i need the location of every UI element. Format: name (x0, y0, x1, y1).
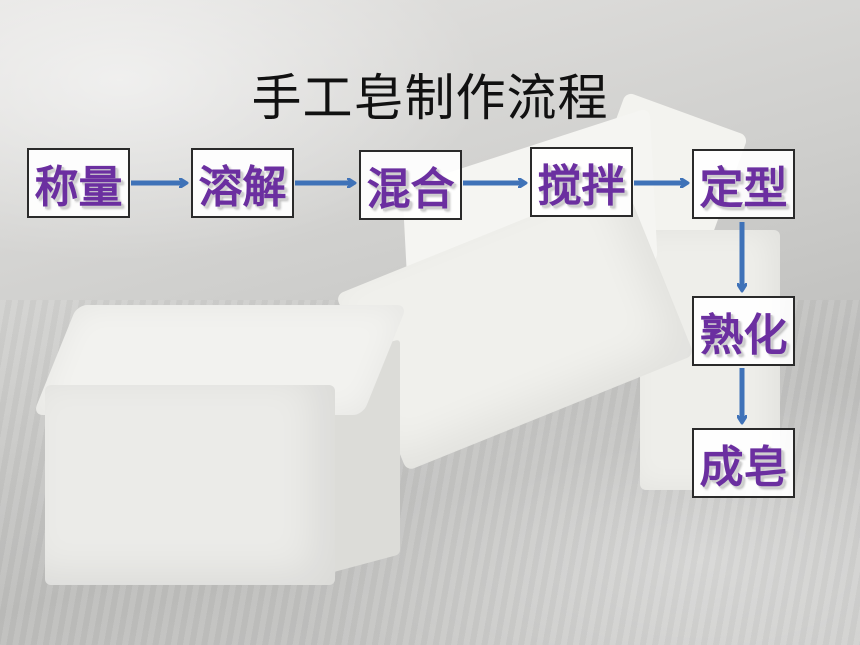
page-title: 手工皂制作流程 (251, 69, 609, 127)
step-finished-soap: 成皂 (692, 428, 795, 498)
step-mold: 定型 (692, 149, 795, 219)
step-stir: 搅拌 (530, 147, 633, 217)
step-weigh: 称量 (27, 148, 130, 218)
soap-block-left (45, 385, 335, 585)
step-dissolve: 溶解 (191, 148, 294, 218)
step-cure: 熟化 (692, 296, 795, 366)
step-mix: 混合 (359, 150, 462, 220)
